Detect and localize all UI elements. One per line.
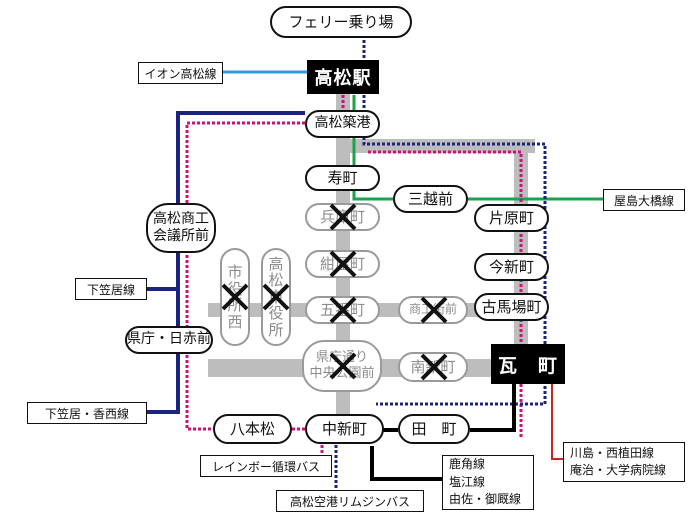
route-name: 塩江線 [449, 474, 486, 489]
route-name: 庵治・大学病院線 [570, 463, 667, 477]
black-route-south [370, 446, 442, 481]
station-shoko-kaigisho-mae[interactable]: 高松商工 会議所前 [146, 203, 216, 253]
street-north-east [350, 139, 535, 153]
x-mark-icon [329, 296, 357, 324]
rainbow-loop-west [185, 121, 305, 431]
route-label-yashima[interactable]: 屋島大橋線 [603, 189, 685, 211]
route-label-shimokasai-kosai[interactable]: 下笠居・香西線 [27, 402, 147, 424]
station-katahara-machi[interactable]: 片原町 [474, 204, 549, 232]
station-kotobukicho[interactable]: 寿町 [305, 165, 380, 191]
x-mark-icon [329, 250, 357, 278]
limousine-line [362, 137, 547, 406]
x-mark-icon [221, 283, 249, 311]
x-mark-icon [420, 353, 448, 381]
route-label-rainbow[interactable]: レインボー循環バス [200, 455, 332, 477]
route-label-aeon[interactable]: イオン高松線 [138, 62, 223, 84]
station-mitsukoshi-mae[interactable]: 三越前 [393, 185, 468, 213]
x-mark-icon [329, 352, 357, 380]
station-nakashinmachi[interactable]: 中新町 [305, 414, 384, 444]
route-label-nakashinmachi-routes[interactable]: 鹿角線 塩江線 由佐・御厩線 [442, 455, 534, 510]
shimokasai-line [147, 111, 305, 414]
x-mark-icon [329, 203, 357, 231]
station-kencho-hisekimae[interactable]: 県庁・日赤前 [125, 326, 213, 354]
station-kawaramachi[interactable]: 瓦 町 [491, 344, 565, 384]
route-name: 由佐・御厩線 [449, 492, 522, 507]
rainbow-loop-east [368, 150, 523, 438]
red-route [551, 384, 563, 460]
station-furubabacho[interactable]: 古馬場町 [474, 293, 549, 321]
station-takamatsu-chikko[interactable]: 高松築港 [305, 110, 380, 138]
route-label-limousine[interactable]: 高松空港リムジンバス [276, 490, 424, 512]
route-name: 川島・西植田線 [570, 445, 655, 460]
station-label-line1: 高松商工 [153, 210, 209, 227]
black-route [470, 383, 516, 432]
station-happonmatsu[interactable]: 八本松 [213, 414, 292, 444]
x-mark-icon [420, 296, 448, 324]
station-imashinmachi[interactable]: 今新町 [474, 253, 549, 281]
route-label-shimokasai[interactable]: 下笠居線 [75, 278, 147, 300]
station-label-line2: 会議所前 [153, 228, 209, 244]
station-takamatsu[interactable]: 高松駅 [307, 60, 379, 94]
station-tamachi[interactable]: 田 町 [398, 414, 470, 444]
route-name: 鹿角線 [449, 457, 486, 472]
route-label-kawaramachi-routes[interactable]: 川島・西植田線 庵治・大学病院線 [563, 442, 685, 482]
station-ferry-terminal[interactable]: フェリー乗り場 [270, 6, 412, 38]
x-mark-icon [262, 283, 290, 311]
